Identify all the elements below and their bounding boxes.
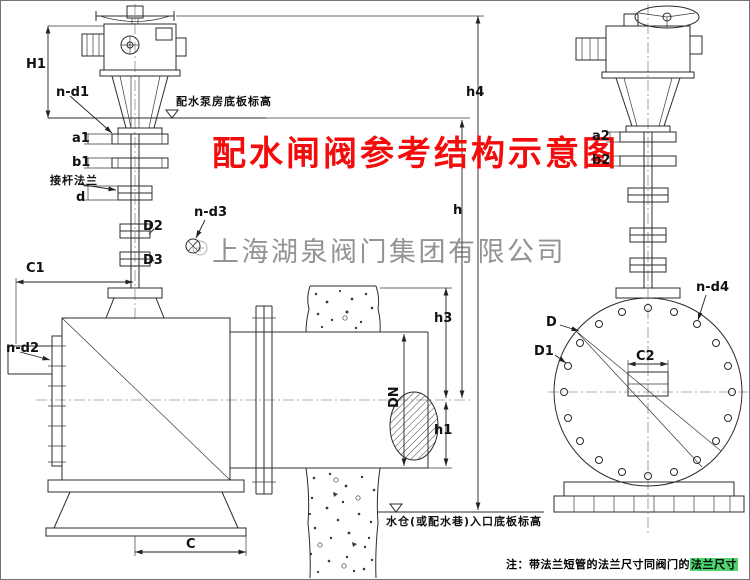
dim-label-h3: h3 xyxy=(434,311,453,326)
dim-label-n-d4: n-d4 xyxy=(696,280,730,295)
dim-label-d: d xyxy=(76,190,86,205)
dim-label-a1: a1 xyxy=(72,131,90,146)
stem-and-flanges-left xyxy=(105,75,169,319)
dim-label-n-d2: n-d2 xyxy=(6,341,40,356)
actuator-left-icon xyxy=(81,23,187,77)
dim-label-C: C xyxy=(186,537,196,552)
actuator-right-icon xyxy=(575,13,703,79)
watermark-logo-icon xyxy=(192,240,208,256)
level-symbol-pump-floor-icon xyxy=(165,109,179,119)
flange-face-right xyxy=(553,297,743,487)
handwheel-left-icon xyxy=(95,5,175,24)
dim-label-n-d1: n-d1 xyxy=(56,85,90,100)
dim-label-C2: C2 xyxy=(636,349,655,364)
flange-note-highlight: 法兰尺寸 xyxy=(690,558,738,571)
concrete-wall xyxy=(305,285,381,579)
base-right xyxy=(553,481,745,513)
level-symbol-inlet-floor-icon xyxy=(389,503,403,513)
dim-label-D3: D3 xyxy=(143,253,163,268)
flange-note: 注：带法兰短管的法兰尺寸同阀门的法兰尺寸 xyxy=(506,556,738,572)
pipe-left xyxy=(230,305,439,495)
label-stem-flange: 接杆法兰 xyxy=(50,174,98,187)
handwheel-right-icon xyxy=(634,5,700,29)
dim-label-b1: b1 xyxy=(72,155,91,170)
flange-note-text: 注：带法兰短管的法兰尺寸同阀门的 xyxy=(506,558,690,571)
dim-label-h1: h1 xyxy=(434,423,453,438)
label-inlet-floor-elevation: 水仓(或配水巷)入口底板标高 xyxy=(386,515,543,528)
dim-label-D1: D1 xyxy=(534,344,554,359)
dim-label-DN: DN xyxy=(387,386,402,408)
dim-label-h: h xyxy=(453,203,463,218)
dim-label-H1: H1 xyxy=(26,57,46,72)
dim-label-C1: C1 xyxy=(26,261,45,276)
valve-body-left xyxy=(7,317,247,537)
leader-lines xyxy=(19,95,707,364)
elevation-marks xyxy=(48,109,544,513)
watermark-text: 上海湖泉阀门集团有限公司 xyxy=(212,237,566,268)
dim-label-D2: D2 xyxy=(143,219,163,234)
dim-label-D: D xyxy=(546,315,557,330)
dimension-lines xyxy=(16,16,668,555)
extension-lines xyxy=(15,15,669,556)
dim-label-n-d3: n-d3 xyxy=(194,205,228,220)
dim-label-a2: a2 xyxy=(592,129,610,144)
right-view-drawing xyxy=(548,4,748,534)
stem-and-flanges-right xyxy=(615,77,681,299)
label-pump-floor-elevation: 配水泵房底板标高 xyxy=(176,95,272,108)
dim-label-b2: b2 xyxy=(592,153,611,168)
page-title: 配水闸阀参考结构示意图 xyxy=(212,134,619,174)
dim-label-h4: h4 xyxy=(466,85,485,100)
